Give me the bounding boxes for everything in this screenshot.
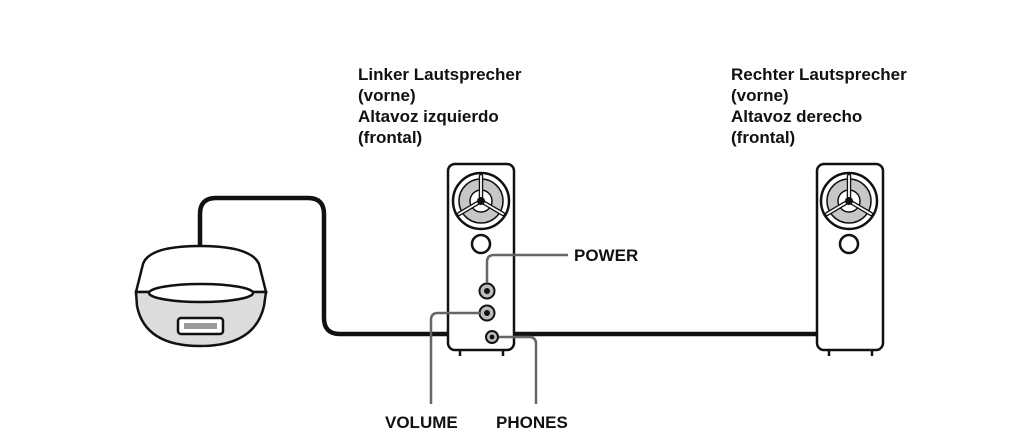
- power-callout-line: [485, 253, 568, 283]
- device-cable: [197, 195, 448, 337]
- right-speaker-label-line-3: Altavoz derecho: [731, 107, 863, 126]
- right-speaker-label-line-4: (frontal): [731, 128, 796, 147]
- volume-callout-line: [429, 311, 480, 404]
- left-speaker-label-line-3: Altavoz izquierdo: [358, 107, 499, 126]
- left-speaker-label-line-1: Linker Lautsprecher: [358, 65, 522, 84]
- left-speaker-label-line-2: (vorne): [358, 86, 416, 105]
- volume-label: VOLUME: [385, 413, 458, 432]
- left-woofer: [451, 171, 511, 231]
- power-label: POWER: [574, 246, 639, 265]
- left-speaker: [446, 162, 516, 356]
- right-speaker: [815, 162, 885, 356]
- right-speaker-label-line-2: (vorne): [731, 86, 789, 105]
- right-port: [838, 233, 860, 255]
- right-speaker-label-line-1: Rechter Lautsprecher: [731, 65, 907, 84]
- source-device: [134, 244, 268, 348]
- left-speaker-label-line-4: (frontal): [358, 128, 423, 147]
- phones-callout-line: [499, 335, 538, 404]
- left-port: [470, 233, 492, 255]
- phones-label: PHONES: [496, 413, 568, 432]
- right-speaker-label: Rechter Lautsprecher (vorne) Altavoz der…: [731, 64, 907, 148]
- left-speaker-label: Linker Lautsprecher (vorne) Altavoz izqu…: [358, 64, 521, 148]
- right-woofer: [819, 171, 879, 231]
